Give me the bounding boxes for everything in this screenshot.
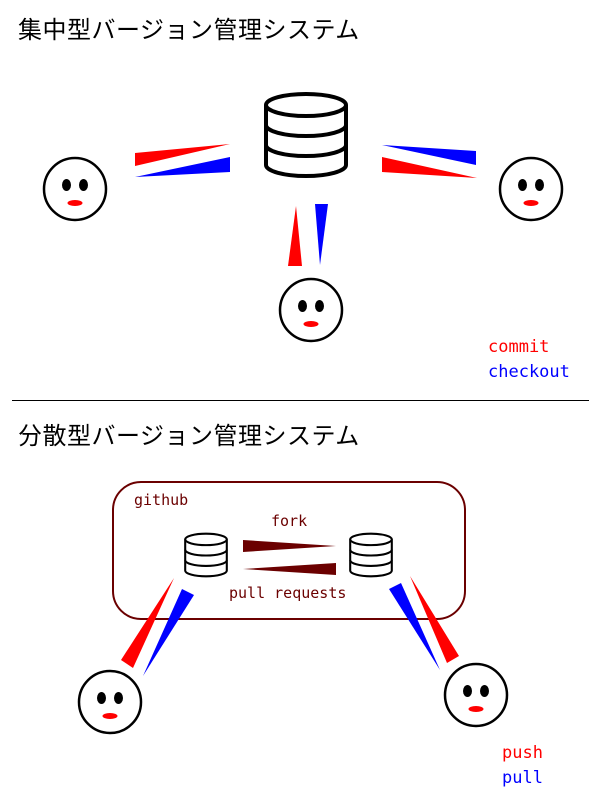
fork-label: fork (271, 512, 308, 530)
centralized-title: 集中型バージョン管理システム (18, 16, 360, 44)
left-push-wedge (121, 578, 174, 668)
right-push-wedge (410, 576, 459, 663)
fork-wedge (243, 540, 336, 552)
left-commit-wedge (135, 144, 230, 166)
central-database-icon (264, 92, 348, 178)
legend-push: push (502, 743, 543, 763)
legend-pull: pull (502, 768, 543, 788)
left-checkout-wedge (135, 157, 230, 177)
left-pull-wedge (143, 589, 194, 676)
legend-checkout: checkout (488, 362, 570, 382)
bottom-user-face-icon (278, 277, 344, 343)
right-user-face-icon (498, 156, 564, 222)
legend-commit: commit (488, 337, 550, 357)
right-pull-wedge (389, 583, 440, 670)
distributed-title: 分散型バージョン管理システム (18, 422, 360, 450)
github-label: github (134, 491, 189, 509)
github-left-database-icon (184, 532, 228, 578)
left-user-face-icon (42, 156, 108, 222)
right-checkout-wedge (382, 145, 476, 165)
section-divider (12, 400, 589, 401)
right-commit-wedge (382, 157, 477, 178)
bottom-checkout-wedge (315, 204, 328, 265)
bottom-right-user-face-icon (443, 662, 509, 728)
bottom-commit-wedge (288, 206, 302, 266)
pull-request-wedge (243, 563, 336, 575)
pull-requests-label: pull requests (229, 584, 347, 602)
bottom-left-user-face-icon (77, 669, 143, 735)
github-right-database-icon (349, 532, 393, 578)
github-box (112, 481, 466, 620)
